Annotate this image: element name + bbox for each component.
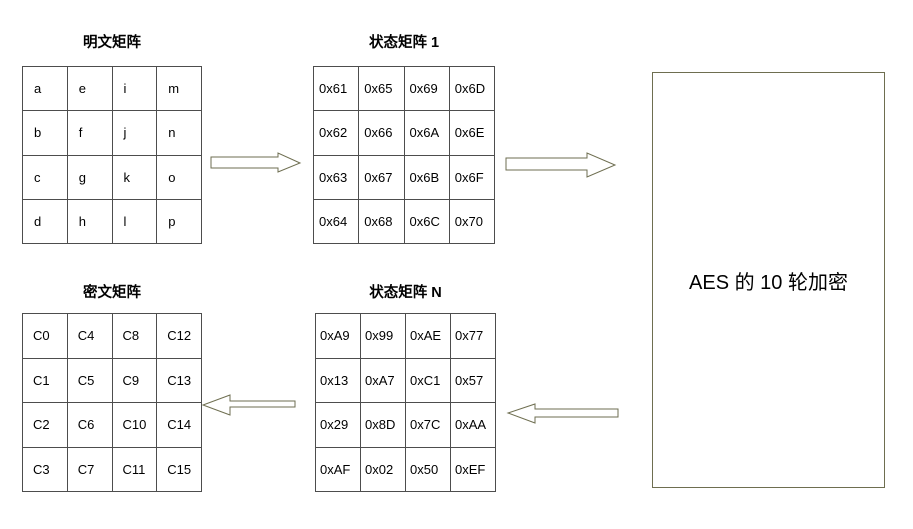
- plaintext-matrix-title: 明文矩阵: [83, 35, 141, 51]
- matrix-cell: j: [111, 110, 158, 156]
- matrix-cell: 0x7C: [405, 402, 451, 448]
- matrix-cell: C4: [66, 313, 113, 359]
- matrix-cell: 0x6A: [403, 110, 450, 156]
- matrix-cell: C10: [111, 402, 158, 448]
- matrix-cell: C6: [66, 402, 113, 448]
- arrow-right-icon: [210, 152, 302, 173]
- matrix-cell: 0x65: [358, 65, 405, 112]
- matrix-cell: h: [66, 198, 113, 245]
- state-matrix-1-title: 状态矩阵 1: [368, 35, 440, 51]
- state-matrix-n-title: 状态矩阵 N: [369, 285, 442, 301]
- matrix-cell: C11: [111, 446, 158, 492]
- matrix-cell: C5: [66, 357, 113, 403]
- matrix-cell: C14: [156, 402, 202, 448]
- matrix-cell: C13: [156, 357, 202, 403]
- matrix-cell: o: [156, 154, 202, 200]
- arrow-left-icon: [506, 403, 619, 424]
- matrix-cell: e: [66, 65, 113, 112]
- matrix-cell: 0x62: [312, 110, 360, 156]
- matrix-cell: 0x02: [360, 446, 406, 492]
- matrix-cell: 0xAF: [315, 446, 361, 492]
- aes-rounds-box: AES 的 10 轮加密: [652, 72, 885, 488]
- matrix-cell: 0xC1: [405, 357, 451, 403]
- matrix-cell: m: [156, 65, 202, 112]
- matrix-cell: C12: [156, 313, 202, 359]
- matrix-cell: 0x69: [403, 65, 450, 112]
- matrix-cell: f: [66, 110, 113, 156]
- matrix-cell: C1: [22, 357, 68, 403]
- matrix-cell: 0x6F: [448, 154, 496, 200]
- matrix-cell: 0x99: [360, 313, 406, 359]
- matrix-cell: 0x61: [312, 65, 360, 112]
- matrix-cell: 0x67: [358, 154, 405, 200]
- matrix-cell: d: [22, 198, 68, 245]
- matrix-cell: k: [111, 154, 158, 200]
- matrix-cell: b: [22, 110, 68, 156]
- matrix-cell: g: [66, 154, 113, 200]
- matrix-cell: 0x66: [358, 110, 405, 156]
- matrix-cell: 0xA9: [315, 313, 361, 359]
- matrix-cell: 0x13: [315, 357, 361, 403]
- matrix-cell: 0x6C: [403, 198, 450, 245]
- cipher-matrix-title: 密文矩阵: [83, 285, 141, 301]
- matrix-cell: C9: [111, 357, 158, 403]
- matrix-cell: C2: [22, 402, 68, 448]
- matrix-cell: 0x6E: [448, 110, 496, 156]
- matrix-cell: 0x68: [358, 198, 405, 245]
- matrix-cell: 0xAA: [450, 402, 496, 448]
- matrix-cell: a: [22, 65, 68, 112]
- matrix-cell: 0x29: [315, 402, 361, 448]
- matrix-cell: C7: [66, 446, 113, 492]
- matrix-cell: 0x64: [312, 198, 360, 245]
- matrix-cell: 0xA7: [360, 357, 406, 403]
- matrix-cell: i: [111, 65, 158, 112]
- matrix-cell: 0x77: [450, 313, 496, 359]
- matrix-cell: 0x6B: [403, 154, 450, 200]
- matrix-cell: 0x50: [405, 446, 451, 492]
- matrix-cell: n: [156, 110, 202, 156]
- matrix-cell: 0x63: [312, 154, 360, 200]
- matrix-cell: C15: [156, 446, 202, 492]
- matrix-cell: 0x70: [448, 198, 496, 245]
- matrix-cell: 0x57: [450, 357, 496, 403]
- arrow-right-icon: [505, 152, 617, 178]
- matrix-cell: 0x8D: [360, 402, 406, 448]
- matrix-cell: p: [156, 198, 202, 245]
- matrix-cell: 0x6D: [448, 65, 496, 112]
- arrow-left-icon: [201, 394, 296, 416]
- matrix-cell: C8: [111, 313, 158, 359]
- matrix-cell: C3: [22, 446, 68, 492]
- matrix-cell: 0xAE: [405, 313, 451, 359]
- matrix-cell: l: [111, 198, 158, 245]
- matrix-cell: 0xEF: [450, 446, 496, 492]
- matrix-cell: c: [22, 154, 68, 200]
- matrix-cell: C0: [22, 313, 68, 359]
- aes-rounds-label: AES 的 10 轮加密: [689, 271, 848, 294]
